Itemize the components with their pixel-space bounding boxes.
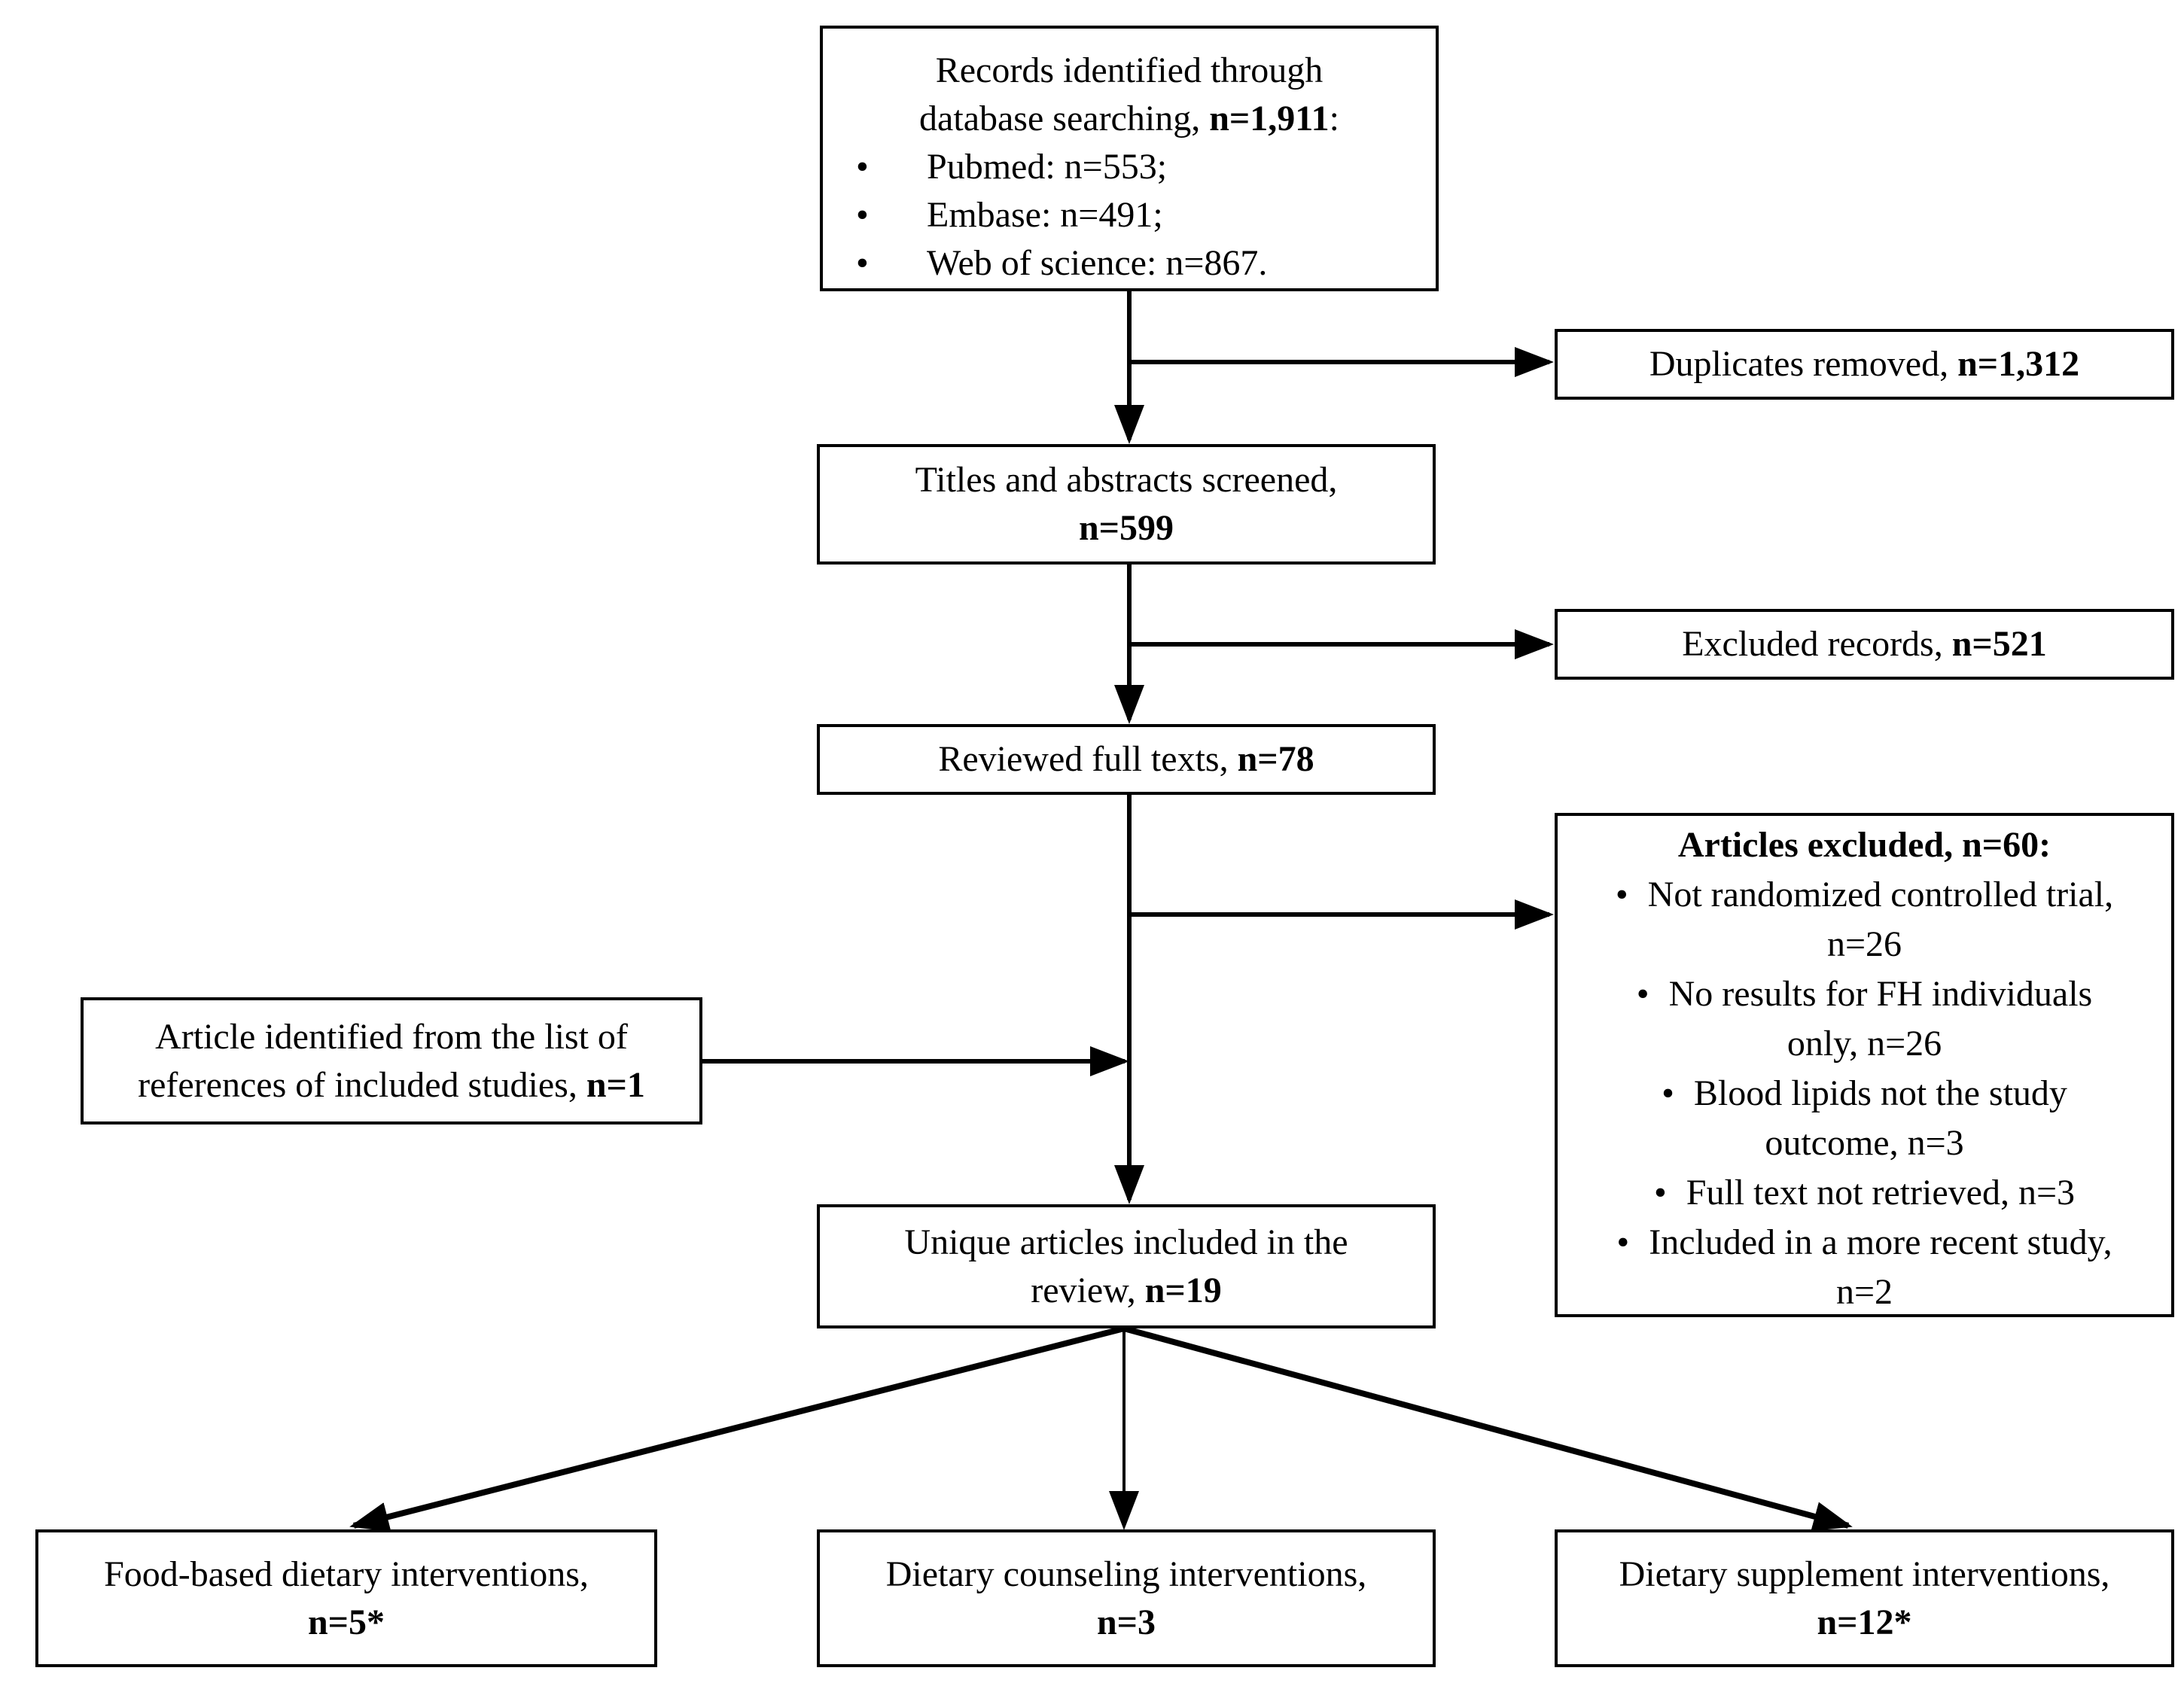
supplement-box: Dietary supplement interventions, n=12*: [1555, 1529, 2174, 1667]
articles-excluded-box: Articles excluded, n=60: •Not randomized…: [1555, 813, 2174, 1317]
records-bullet-embase: • Embase: n=491;: [830, 191, 1428, 239]
bullet-icon: •: [1615, 875, 1628, 914]
records-bullet-web-of-science: • Web of science: n=867.: [830, 239, 1428, 288]
reviewed-text: Reviewed full texts, n=78: [938, 739, 1314, 779]
reference-line1: Article identified from the list of: [155, 1016, 628, 1057]
bullet-icon: •: [1616, 1222, 1630, 1262]
excluded-item-no-fh-results: •No results for FH individuals only, n=2…: [1636, 974, 2093, 1064]
counseling-line1: Dietary counseling interventions,: [885, 1554, 1367, 1594]
reviewed-full-texts-box: Reviewed full texts, n=78: [817, 724, 1436, 795]
records-line1: Records identified through: [935, 50, 1323, 90]
excluded-item-full-text: •Full text not retrieved, n=3: [1653, 1173, 2076, 1213]
bullet-icon: •: [1662, 1073, 1674, 1113]
records-line2: database searching, n=1,911:: [919, 99, 1339, 138]
reference-article-box: Article identified from the list of refe…: [81, 997, 702, 1124]
food-based-line1: Food-based dietary interventions,: [104, 1554, 589, 1594]
titles-screened-box: Titles and abstracts screened, n=599: [817, 444, 1436, 565]
excluded-item-more-recent: •Included in a more recent study, n=2: [1616, 1222, 2112, 1312]
supplement-count: n=12*: [1817, 1602, 1912, 1642]
records-identified-box: Records identified through database sear…: [820, 26, 1439, 291]
duplicates-removed-box: Duplicates removed, n=1,312: [1555, 329, 2174, 400]
articles-excluded-title: Articles excluded, n=60:: [1677, 825, 2051, 865]
excluded-records-text: Excluded records, n=521: [1682, 624, 2047, 664]
arrow-unique-to-food: [349, 1325, 1125, 1532]
food-based-box: Food-based dietary interventions, n=5*: [35, 1529, 657, 1667]
bullet-icon: •: [1653, 1173, 1667, 1213]
bullet-icon: •: [856, 147, 869, 187]
duplicates-text: Duplicates removed, n=1,312: [1649, 344, 2080, 384]
bullet-icon: •: [1636, 974, 1649, 1014]
records-bullet-pubmed: • Pubmed: n=553;: [830, 143, 1428, 191]
supplement-line1: Dietary supplement interventions,: [1619, 1554, 2110, 1594]
unique-articles-box: Unique articles included in the review, …: [817, 1204, 1436, 1328]
bullet-icon: •: [856, 243, 869, 283]
bullet-icon: •: [856, 195, 869, 235]
reference-line2: references of included studies, n=1: [138, 1064, 645, 1105]
unique-line1: Unique articles included in the: [904, 1222, 1348, 1262]
titles-line1: Titles and abstracts screened,: [915, 460, 1338, 500]
arrow-unique-to-supplement: [1122, 1325, 1853, 1532]
unique-line2: review, n=19: [1031, 1270, 1222, 1310]
excluded-item-blood-lipids: •Blood lipids not the study outcome, n=3: [1662, 1073, 2067, 1163]
excluded-item-not-rct: •Not randomized controlled trial, n=26: [1615, 875, 2114, 964]
counseling-count: n=3: [1096, 1602, 1156, 1642]
excluded-records-box: Excluded records, n=521: [1555, 609, 2174, 680]
food-based-count: n=5*: [307, 1602, 385, 1642]
counseling-box: Dietary counseling interventions, n=3: [817, 1529, 1436, 1667]
titles-count: n=599: [1078, 508, 1174, 548]
